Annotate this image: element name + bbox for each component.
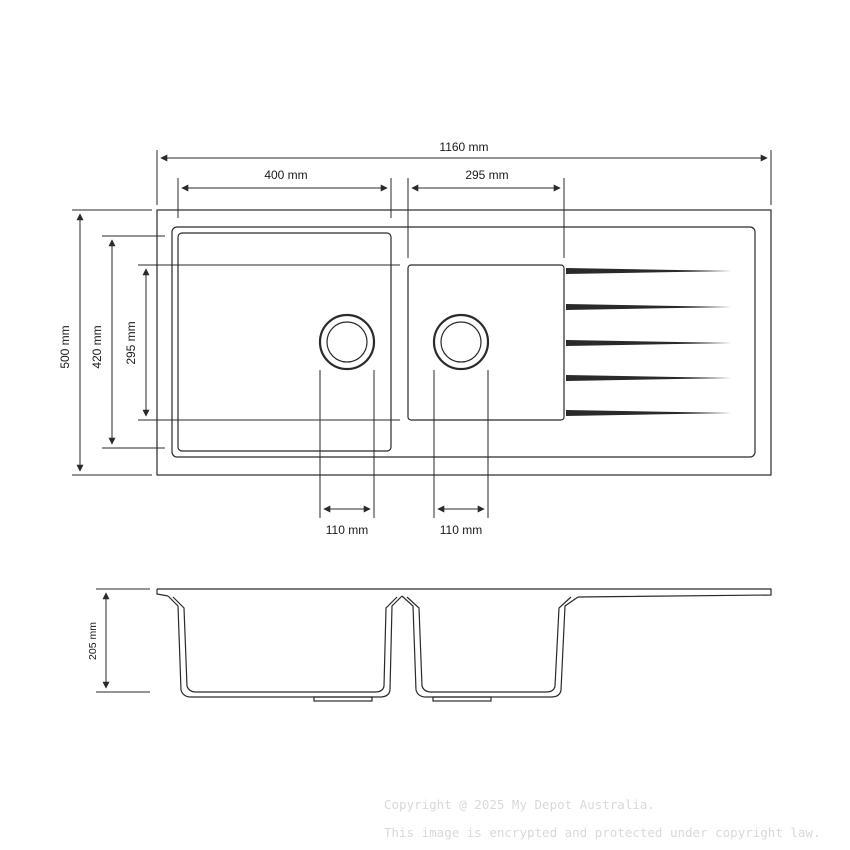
side-left-bowl-outer — [167, 595, 403, 698]
top-view: 1160 mm 400 mm 295 mm 500 mm 420 mm 295 … — [58, 140, 772, 537]
overall-width-label: 1160 mm — [439, 140, 488, 154]
right-waste-icon — [432, 313, 490, 371]
drainer-grooves — [566, 268, 732, 416]
left-waste-label: 110 mm — [326, 523, 368, 537]
right-waste-label: 110 mm — [440, 523, 482, 537]
watermark-line-2: This image is encrypted and protected un… — [384, 825, 821, 840]
overall-depth-label: 500 mm — [58, 325, 72, 368]
watermark-line-1: Copyright @ 2025 My Depot Australia. — [384, 797, 655, 812]
sink-outer-outline — [156, 209, 772, 476]
right-bowl — [407, 264, 565, 421]
sink-inner-rim — [171, 226, 756, 458]
bowl-height-label: 205 mm — [87, 622, 99, 660]
left-bowl — [177, 232, 392, 452]
side-left-waste — [313, 696, 373, 702]
bowl-depth-label: 420 mm — [90, 325, 104, 368]
side-rim — [156, 588, 772, 598]
right-bowl-width-label: 295 mm — [465, 168, 508, 182]
side-left-bowl-inner — [172, 596, 398, 693]
side-right-waste — [432, 696, 492, 702]
side-view: 205 mm — [87, 588, 772, 702]
side-right-bowl-outer — [401, 595, 579, 698]
inner-depth-label: 295 mm — [124, 321, 138, 364]
left-bowl-width-label: 400 mm — [264, 168, 307, 182]
left-waste-icon — [318, 313, 376, 371]
side-right-bowl-inner — [406, 596, 572, 693]
